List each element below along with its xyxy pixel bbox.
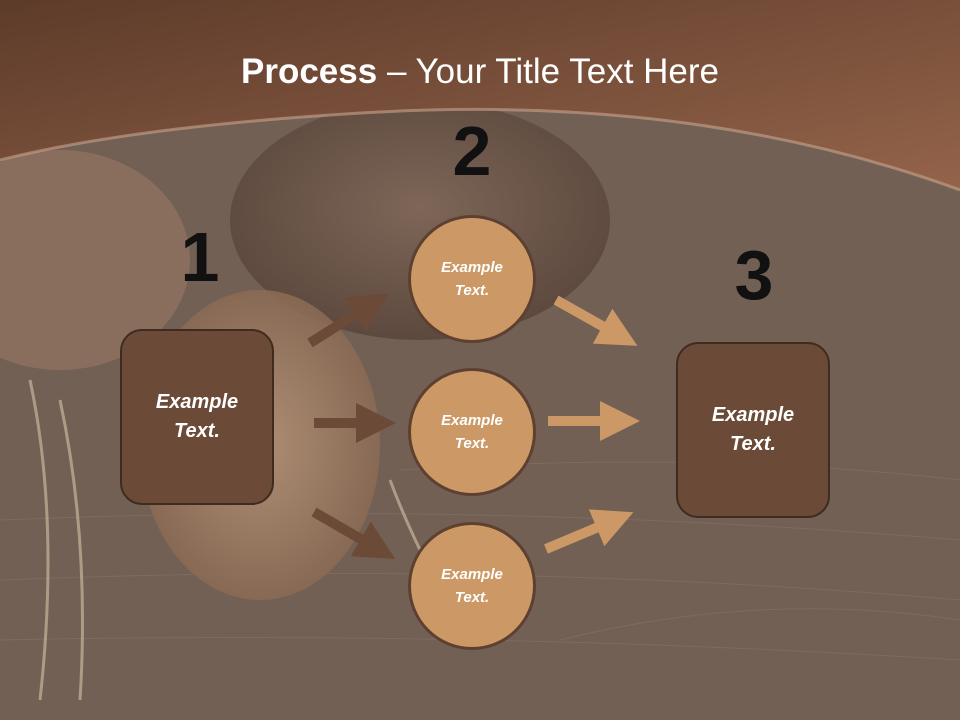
arrow-bottom-to-right	[544, 509, 634, 554]
slide-title: Process – Your Title Text Here	[0, 52, 960, 92]
arrow-left-to-top	[307, 293, 389, 348]
step-number-1: 1	[180, 218, 220, 296]
circle-top[interactable]: Example Text.	[408, 215, 536, 343]
circle-middle[interactable]: Example Text.	[408, 368, 536, 496]
arrow-left-to-bottom	[311, 507, 396, 560]
step-number-2: 2	[452, 112, 492, 190]
arrow-top-to-right	[553, 295, 638, 346]
title-bold: Process	[241, 52, 378, 91]
left-box[interactable]: Example Text.	[120, 329, 274, 505]
title-rest: – Your Title Text Here	[377, 52, 719, 91]
step-number-3: 3	[734, 236, 774, 314]
circle-bottom[interactable]: Example Text.	[408, 522, 536, 650]
right-box[interactable]: Example Text.	[676, 342, 830, 518]
